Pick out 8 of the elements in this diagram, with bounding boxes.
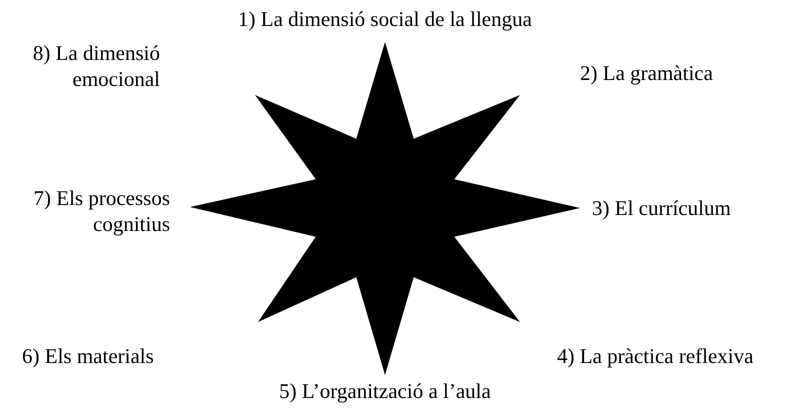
aspect-label: 8) La dimensió emocional	[32, 40, 160, 92]
aspect-label: 6) Els materials	[22, 343, 155, 369]
aspect-label: 1) La dimensió social de la llengua	[237, 6, 533, 32]
aspect-label: 5) L’organització a l’aula	[278, 378, 492, 404]
aspect-label: 7) Els processos cognitius	[32, 185, 170, 237]
aspect-label: 4) La pràctica reflexiva	[557, 343, 754, 369]
aspect-label: 2) La gramàtica	[580, 60, 714, 86]
aspect-label: 3) El currículum	[592, 195, 732, 221]
